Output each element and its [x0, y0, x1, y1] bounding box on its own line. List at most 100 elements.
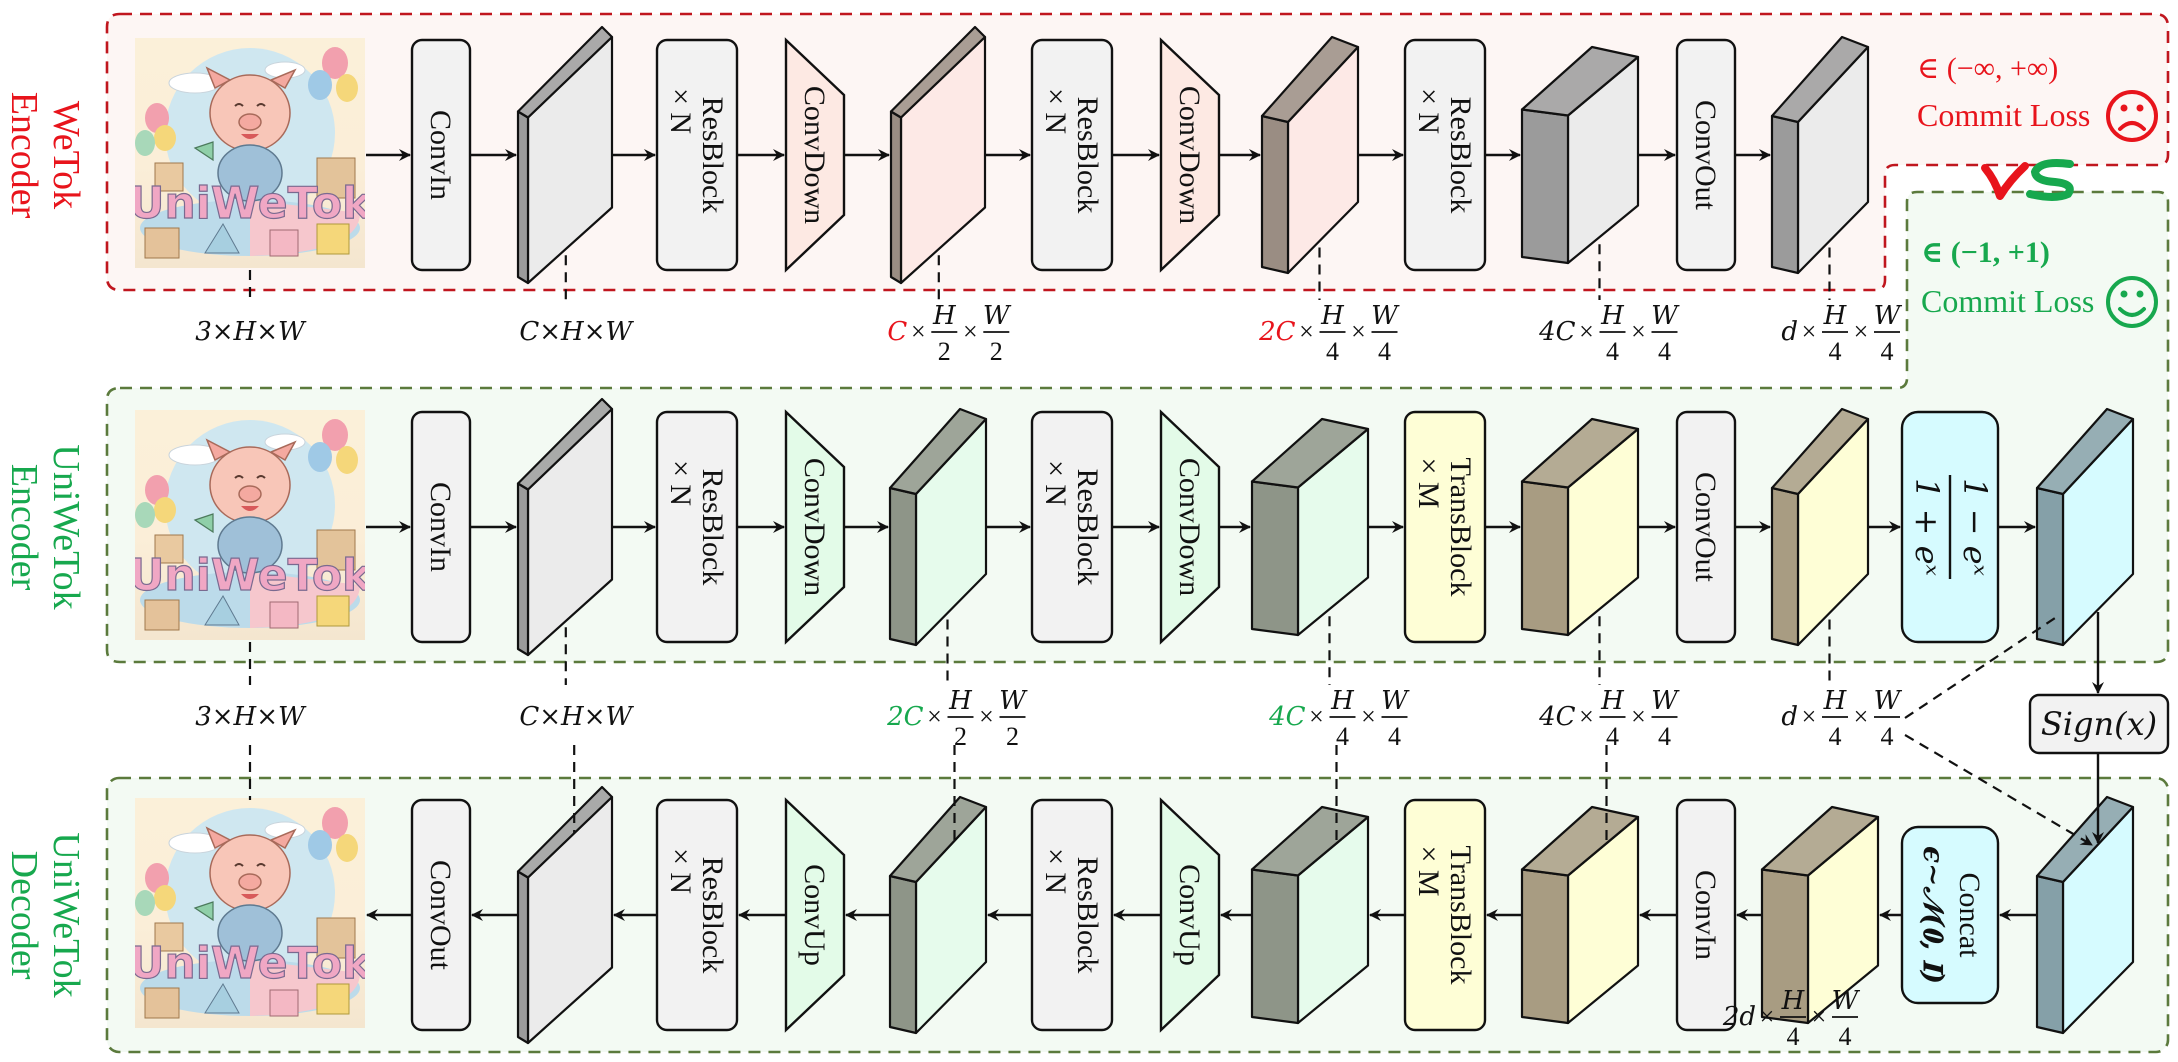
wetok-block-3: ResBlock× N — [655, 38, 739, 272]
uni-shape-label-3-w: W — [1381, 686, 1410, 716]
wetok-encoder-label-line2: Encoder — [3, 92, 45, 219]
dimension-leader-lines — [248, 244, 1831, 844]
uni-dec-block-9: TransBlock× M — [1403, 798, 1487, 1032]
svg-text:×: × — [911, 317, 926, 346]
wetok-block-1: ConvIn — [410, 38, 472, 272]
uni-dec-trap-4: ConvUp — [784, 797, 846, 1033]
uni-shape-label-3-h-div: 4 — [1336, 722, 1349, 751]
svg-text:×: × — [1351, 317, 1366, 346]
svg-text:×: × — [1309, 702, 1324, 731]
wetok-shape-label-4-w-div: 4 — [1658, 337, 1671, 366]
uni-shape-label-4-h: H — [1600, 686, 1625, 716]
svg-text:×: × — [1802, 702, 1817, 731]
svg-text:×: × — [1299, 317, 1314, 346]
uni-enc-block-9-repeat: × M — [1412, 457, 1445, 508]
wetok-block-9: ResBlock× N — [1403, 38, 1487, 272]
uni-shape-label-4-w-div: 4 — [1658, 722, 1671, 751]
wetok-shape-label-5-channels: d — [1781, 317, 1798, 347]
uni-dec-trap-7-label: ConvUp — [1173, 864, 1206, 966]
svg-text:×: × — [927, 702, 942, 731]
uni-dec-concat-13-label: Concat — [1953, 873, 1986, 959]
uni-enc-block-6-repeat: × N — [1039, 460, 1072, 506]
wetok-shape-label-4: 4C×H4×W4 — [1538, 301, 1680, 366]
uni-dec-block-3: ResBlock× N — [655, 798, 739, 1032]
wetok-block-9-label: ResBlock — [1444, 97, 1477, 214]
wetok-shape-label-2-w-div: 2 — [990, 337, 1003, 366]
uni-shape-label-4: 4C×H4×W4 — [1538, 686, 1680, 751]
uni-enc-block-1: ConvIn — [410, 410, 472, 644]
uniwetok-encoder-label-line2: Encoder — [3, 464, 45, 591]
wetok-shape-label-3: 2C×H4×W4 — [1258, 301, 1400, 366]
uni-shape-label-4-h-div: 4 — [1606, 722, 1619, 751]
wetok-trap-4-label: ConvDown — [798, 86, 831, 224]
wetok-block-9-repeat: × N — [1412, 88, 1445, 134]
wetok-block-6-repeat: × N — [1039, 88, 1072, 134]
wetok-shape-label-5-h: H — [1823, 301, 1848, 331]
uni-enc-slab-8 — [1250, 417, 1370, 637]
uni-enc-slab-5 — [888, 407, 988, 647]
uni-enc-block-6-label: ResBlock — [1071, 469, 1104, 586]
uni-enc-trap-4-label: ConvDown — [798, 458, 831, 596]
wetok-shape-label-3-h: H — [1320, 301, 1345, 331]
uni-enc-block-1-label: ConvIn — [424, 482, 457, 572]
wetok-shape-label-2-h: H — [932, 301, 957, 331]
wetok-shape-label-2: C×H2×W2 — [887, 301, 1012, 366]
uni-dec-block-11: ConvIn — [1675, 798, 1737, 1032]
wetok-slab-5 — [889, 25, 987, 285]
uniwetok-decoder-label-line2: Decoder — [3, 851, 45, 980]
uni-dec-slab-5 — [888, 795, 988, 1035]
svg-text:×: × — [1760, 1002, 1775, 1031]
uni-shape-label-3-h: H — [1330, 686, 1355, 716]
wetok-shape-label-0: 3×H×W — [195, 317, 307, 347]
uni-enc-block-9: TransBlock× M — [1403, 410, 1487, 644]
uni-dec-block-3-repeat: × N — [664, 848, 697, 894]
input-image — [135, 410, 365, 640]
sign-function-label: Sign(x) — [2041, 705, 2157, 743]
uni-enc-trap-7: ConvDown — [1159, 409, 1221, 645]
uni-shape-label-0: 3×H×W — [195, 702, 307, 732]
wetok-slab-10 — [1520, 45, 1640, 265]
input-image — [135, 38, 365, 268]
wetok-shape-label-5-h-div: 4 — [1829, 337, 1842, 366]
uni-enc-block-11-label: ConvOut — [1689, 472, 1722, 583]
svg-text:×: × — [1812, 1002, 1827, 1031]
wetok-shape-label-5-w-div: 4 — [1881, 337, 1894, 366]
uni-dec-block-9-repeat: × M — [1412, 845, 1445, 896]
uni-shape-label-2: 2C×H2×W2 — [886, 686, 1028, 751]
uni-shape-label-0-text: 3×H×W — [195, 702, 307, 732]
uni-dec-slab-10 — [1520, 805, 1640, 1025]
wetok-slab-2 — [516, 25, 614, 285]
wetok-encoder-container — [105, 12, 2170, 292]
uni-enc-block-9-label: TransBlock — [1444, 458, 1477, 597]
uni-shape-label-1-text: C×H×W — [519, 702, 634, 732]
wetok-encoder-label-line1: WeTok — [45, 101, 87, 209]
uni-shape-label-3-w-div: 4 — [1388, 722, 1401, 751]
uni-shape-label-3-channels: 4C — [1268, 702, 1306, 732]
uni-dec-trap-7: ConvUp — [1159, 797, 1221, 1033]
svg-text:×: × — [963, 317, 978, 346]
uniwetok-commit-loss: Commit Loss — [1921, 283, 2094, 319]
wetok-shape-label-4-h: H — [1600, 301, 1625, 331]
uni-shape-label-2-channels: 2C — [886, 702, 924, 732]
uni-dec-slab-2 — [516, 785, 614, 1045]
uni-dec-slab-8 — [1250, 805, 1370, 1025]
uni-shape-label-2-w-div: 2 — [1006, 722, 1019, 751]
svg-text:×: × — [1579, 702, 1594, 731]
uni-shape-label-2-h: H — [948, 686, 973, 716]
uni-dec-block-1-label: ConvOut — [424, 860, 457, 971]
uni-enc-slab-10 — [1520, 417, 1640, 637]
wetok-shape-label-2-h-div: 2 — [938, 337, 951, 366]
uni-dec-block-9-label: TransBlock — [1444, 846, 1477, 985]
uni-shape-label-5-h: H — [1823, 686, 1848, 716]
versus-text: VS — [0, 0, 2, 1]
decoder-concat-shape-label-channels: 2d — [1722, 1002, 1756, 1032]
uni-enc-block-11: ConvOut — [1675, 410, 1737, 644]
wetok-shape-label-2-w: W — [983, 301, 1012, 331]
wetok-shape-label-4-channels: 4C — [1538, 317, 1576, 347]
wetok-block-3-repeat: × N — [664, 88, 697, 134]
svg-text:×: × — [1854, 702, 1869, 731]
